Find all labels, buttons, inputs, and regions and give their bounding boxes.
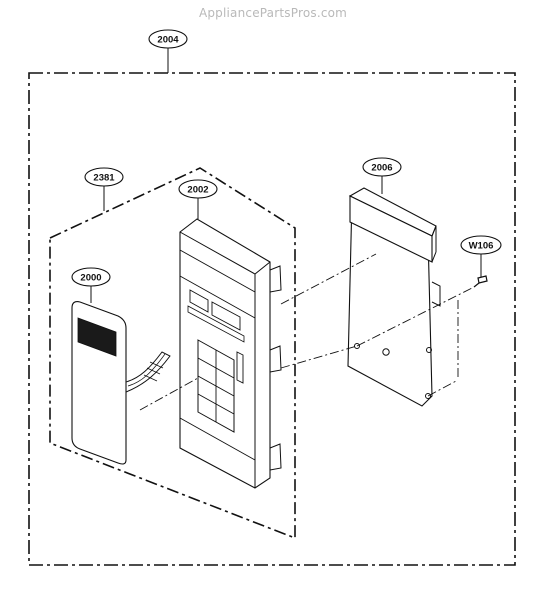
watermark-text: AppliancePartsPros.com <box>198 6 348 20</box>
pcb-board-part <box>347 187 441 407</box>
callout-membrane-switch-label: 2000 <box>80 273 101 284</box>
callout-assembly-label: 2004 <box>157 35 179 46</box>
ref-line-panel-pcb <box>280 253 377 305</box>
ref-line-membrane <box>139 377 199 411</box>
callout-screw: W106 <box>460 235 502 255</box>
callout-screw-label: W106 <box>469 241 494 252</box>
callout-front-panel: 2002 <box>178 179 218 199</box>
front-panel-part <box>179 218 282 489</box>
callout-frame-group: 2381 <box>84 167 124 187</box>
callout-frame-group-label: 2381 <box>93 173 115 184</box>
ref-line-screw <box>356 286 475 347</box>
callout-membrane-switch: 2000 <box>71 267 111 287</box>
ref-line-pcb-corner <box>427 379 459 397</box>
membrane-switch-part <box>71 301 171 465</box>
callout-pcb-board-label: 2006 <box>371 163 392 174</box>
callout-assembly: 2004 <box>148 29 188 49</box>
frame-group-boundary <box>49 167 296 540</box>
screw-part <box>473 275 488 288</box>
callout-pcb-board: 2006 <box>362 157 402 177</box>
ref-line-panel-pcb-low <box>280 345 358 369</box>
callout-front-panel-label: 2002 <box>187 185 208 196</box>
assembly-boundary <box>28 72 516 566</box>
